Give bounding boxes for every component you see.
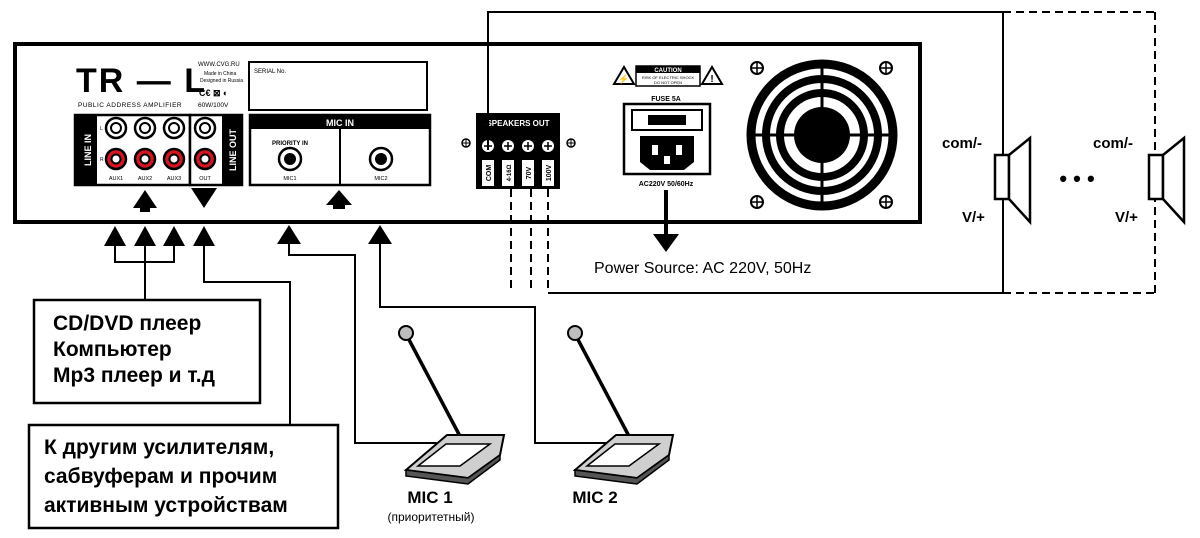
caution-line1: RISK OF ELECTRIC SHOCK (642, 75, 695, 80)
sources-box-text: CD/DVD плеер Компьютер Mp3 плеер и т.д (53, 311, 215, 389)
fuse-label: FUSE 5A (651, 96, 681, 103)
terminal-label-4-16: 4-16Ω (507, 164, 513, 181)
rca-jack-aux2-white (133, 116, 157, 140)
ce-mark-icon: C€ ⊠ ◐ (199, 88, 228, 98)
power-source-label: Power Source: AC 220V, 50Hz (594, 260, 811, 277)
line-out-arrows (191, 188, 291, 425)
mic1-label: MIC 1 (407, 488, 452, 507)
terminal-label-com: COM (486, 165, 493, 182)
source-line-1: CD/DVD плеер (53, 312, 202, 335)
priority-in-label: PRIORITY IN (272, 141, 308, 147)
speaker-1-icon (993, 135, 1032, 226)
source-line-3: Mp3 плеер и т.д (53, 364, 215, 387)
speaker-1-com-label: com/- (942, 135, 982, 152)
warning-triangle-icon: ⚡ (612, 65, 636, 85)
rca-jack-aux1-white (104, 116, 128, 140)
rca-jack-aux3-red (162, 147, 186, 171)
svg-text:!: ! (710, 74, 713, 85)
speakers-ellipsis: • • • (1059, 166, 1094, 191)
caution-line2: DO NOT OPEN (654, 80, 682, 85)
port-label-mic1: MIC1 (283, 176, 296, 182)
speaker-2-vplus-label: V/+ (1115, 209, 1138, 226)
rca-jack-aux2-red (133, 147, 157, 171)
port-label-aux3: AUX3 (167, 176, 181, 182)
mic1-note: (приоритетный) (387, 510, 474, 524)
line-out-label: LINE OUT (228, 128, 238, 171)
brand-designed-in: Designed in Russia (200, 78, 243, 84)
speaker-terminal-screws (482, 140, 554, 152)
mic2-label: MIC 2 (572, 488, 617, 507)
mic-in-arrows (277, 190, 610, 444)
mic-in-label-bar (250, 115, 430, 129)
port-label-out: OUT (199, 176, 211, 182)
brand-made-in: Made in China (204, 71, 236, 77)
port-label-mic2: MIC2 (374, 176, 387, 182)
line-in-channel-r: R (100, 157, 104, 163)
rca-jack-out-red (193, 147, 217, 171)
line-in-arrows (104, 190, 185, 300)
mic2-icon (567, 325, 675, 485)
output-line-1: К другим усилителям, (44, 436, 275, 459)
output-line-3: активным устройствам (44, 494, 288, 517)
brand-rating: 60W/100V (198, 102, 229, 109)
line-in-label: LINE IN (83, 134, 93, 166)
speaker-2-icon (1147, 135, 1186, 226)
output-line-2: сабвуферам и прочим (44, 465, 278, 488)
ac-label: AC220V 50/60Hz (639, 181, 694, 188)
sources-box (32, 298, 262, 405)
rca-jack-aux1-red (104, 147, 128, 171)
serial-number-label: SERIAL No. (254, 69, 286, 75)
warning-exclamation-icon: ! (700, 65, 724, 85)
mic-in-label: MIC IN (326, 118, 354, 128)
line-in-label-bar (75, 115, 97, 185)
port-label-aux1: AUX1 (109, 176, 123, 182)
mic1-icon (398, 325, 506, 485)
speaker-wires (487, 11, 1156, 294)
fan-icon (744, 59, 902, 211)
speakers-out-label: SPEAKERS OUT (486, 119, 549, 128)
brand-subtitle: PUBLIC ADDRESS AMPLIFIER (78, 102, 182, 109)
speaker-2-com-label: com/- (1093, 135, 1133, 152)
port-label-aux2: AUX2 (138, 176, 152, 182)
speaker-terminal-labels (482, 160, 554, 186)
line-out-label-bar (222, 115, 242, 185)
svg-text:⚡: ⚡ (618, 73, 629, 85)
mic1-jack (277, 146, 303, 172)
speaker-1-vplus-label: V/+ (962, 209, 985, 226)
terminal-label-100v: 100V (546, 165, 553, 182)
terminal-label-70v: 70V (526, 166, 533, 179)
brand-website: WWW.CVG.RU (198, 62, 240, 68)
serial-number-box (248, 61, 428, 111)
caution-title: CAUTION (654, 68, 681, 74)
fan-screw-icons (750, 61, 893, 209)
brand-logo: TR — L (76, 62, 207, 100)
outputs-box (27, 423, 340, 530)
rca-jack-out-white (193, 116, 217, 140)
power-socket-icon (622, 102, 712, 176)
mic2-jack (368, 146, 394, 172)
outputs-box-text: К другим усилителям, сабвуферам и прочим… (44, 433, 288, 520)
power-arrow-icon (653, 190, 679, 252)
rca-jack-aux3-white (162, 116, 186, 140)
source-line-2: Компьютер (53, 338, 172, 361)
line-in-channel-l: L (100, 126, 103, 132)
